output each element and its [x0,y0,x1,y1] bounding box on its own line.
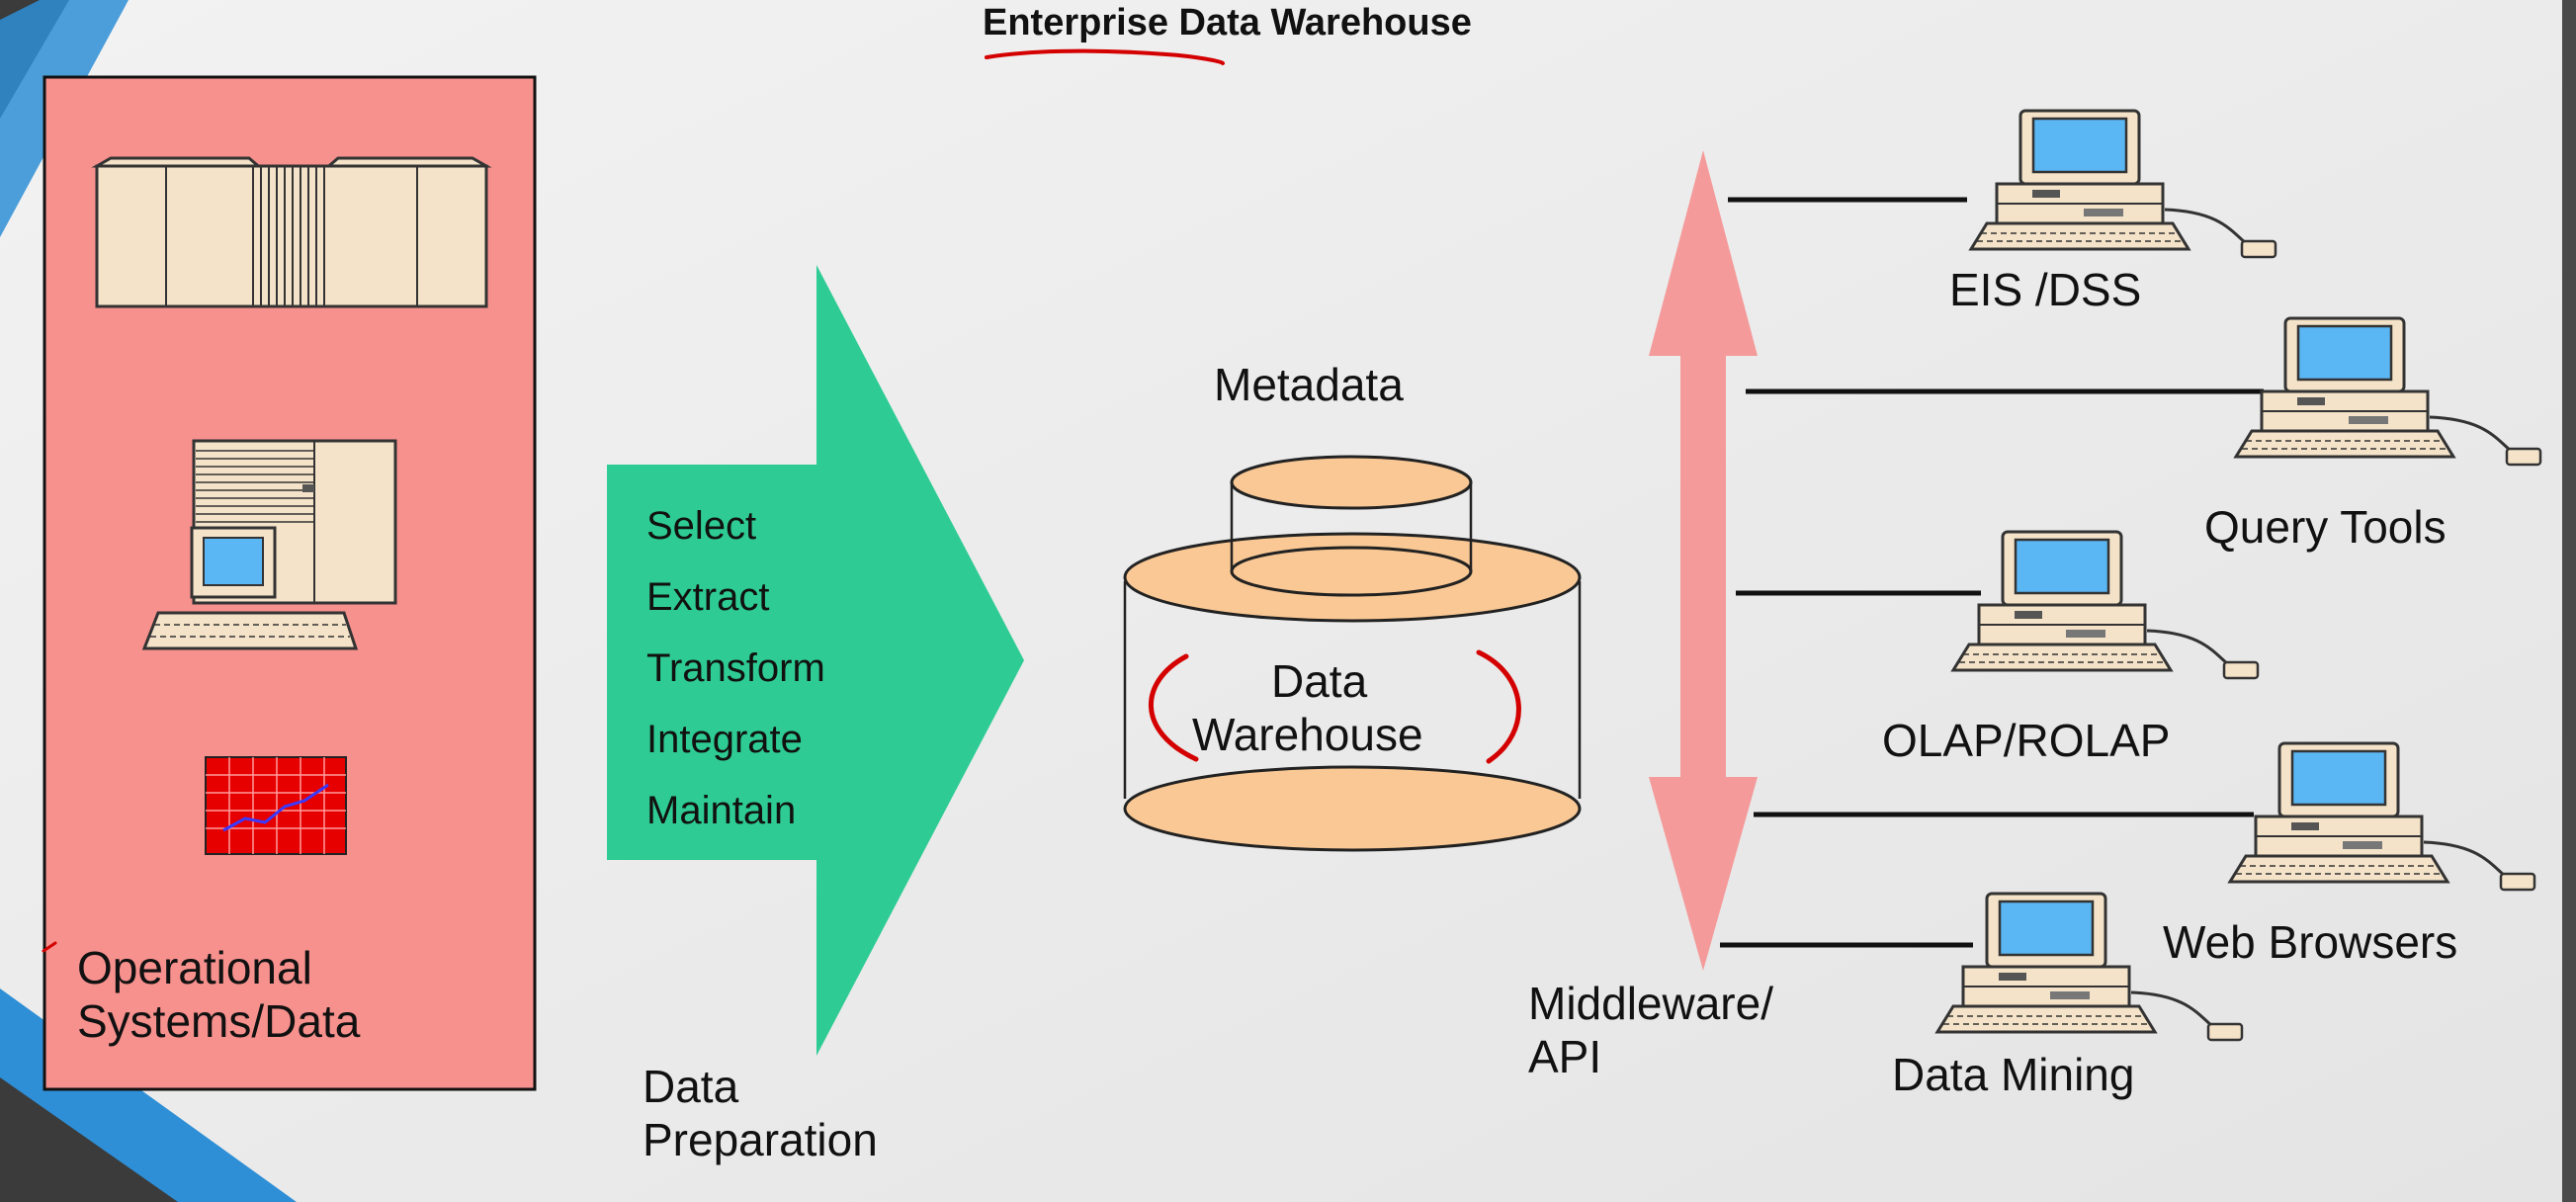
workstation-icon [141,439,397,650]
middleware-label-line1: Middleware/ [1528,978,1773,1029]
data-warehouse-cylinder [1123,455,1582,852]
pen-bracket-right [1476,649,1521,764]
mainframe-icon [91,156,492,308]
pen-tick-annotation [42,941,57,953]
operational-label-line1: Operational [77,942,312,993]
warehouse-label-line2: Warehouse [1192,709,1423,760]
client-label-olap-rolap: OLAP/ROLAP [1882,715,2171,766]
right-edge-strip [2562,0,2576,1202]
data-preparation-arrow [607,265,1024,1056]
client-connector-lines [1720,197,2264,948]
metadata-label: Metadata [1214,359,1404,410]
warehouse-label-line1: Data [1271,655,1368,707]
prep-step-integrate: Integrate [646,718,803,761]
title-underline-annotation [985,48,1225,65]
corner-decoration-bottom [0,1077,178,1202]
middleware-double-arrow [1649,150,1758,971]
prep-step-maintain: Maintain [646,789,797,832]
page-title: Enterprise Data Warehouse [983,2,1472,43]
spreadsheet-chart-icon [205,756,347,855]
operational-label-line2: Systems/Data [77,995,361,1047]
prep-step-select: Select [646,504,757,548]
client-label-web-browsers: Web Browsers [2163,916,2458,968]
client-label-data-mining: Data Mining [1892,1049,2135,1100]
client-label-query-tools: Query Tools [2204,501,2447,553]
prep-step-extract: Extract [646,575,770,619]
pen-bracket-left [1149,653,1199,762]
prep-step-transform: Transform [646,646,825,690]
data-preparation-caption-line1: Data [643,1061,739,1112]
data-preparation-caption-line2: Preparation [643,1114,878,1165]
client-label-eis-dss: EIS /DSS [1949,264,2142,315]
middleware-label-line2: API [1528,1031,1602,1082]
